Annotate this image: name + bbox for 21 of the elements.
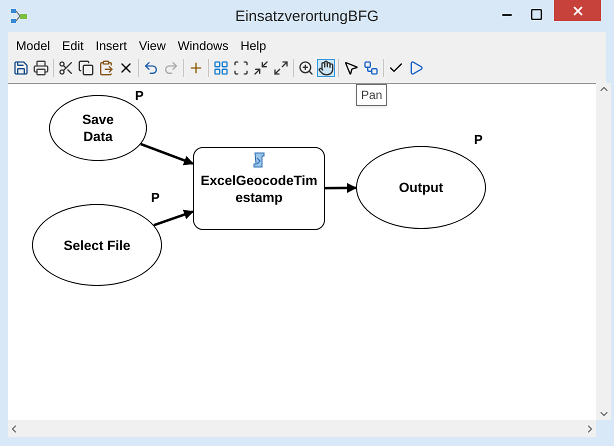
menu-item: Insert: [94, 38, 128, 55]
parameter-marker: P: [474, 131, 483, 149]
arrow: [153, 210, 194, 226]
node-label: Save Data: [81, 111, 115, 145]
parameter-marker: P: [151, 189, 160, 207]
tool-box: [193, 147, 325, 230]
tool-label: ExcelGeocodeTimestamp: [200, 172, 318, 206]
menu-item: View: [138, 38, 167, 55]
menu-item: Edit: [61, 38, 85, 55]
menu-item: Help: [239, 38, 268, 55]
window-title: EinsatzverortungBFG: [235, 7, 379, 27]
tooltip: Pan: [356, 84, 388, 106]
arrow: [325, 182, 357, 193]
menu-item: Windows: [176, 38, 230, 55]
data-ellipse: [32, 204, 162, 286]
data-ellipse: [356, 146, 486, 229]
parameter-marker: P: [135, 87, 144, 105]
node-label: Select File: [64, 236, 130, 254]
node-label: Output: [398, 179, 444, 196]
menu-item: Model: [15, 38, 52, 55]
arrow: [140, 142, 194, 166]
